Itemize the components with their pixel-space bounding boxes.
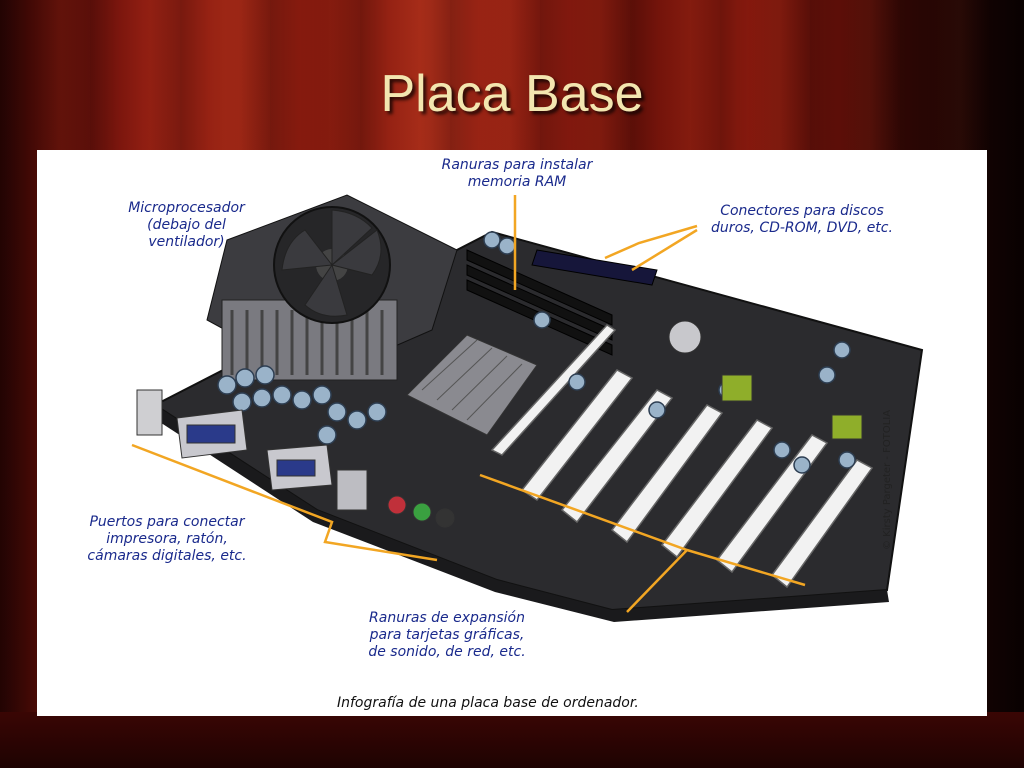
photo-credit: © Kirsty Pargeter - FOTOLIA: [882, 409, 893, 550]
label-microprocessor: Microprocesador (debajo del ventilador): [128, 200, 245, 250]
leader-lines: [131, 195, 806, 613]
chipset-heatsink: [406, 334, 538, 436]
io-chip: [831, 414, 863, 440]
back-panel-ports: [136, 389, 455, 528]
cmos-battery: [668, 320, 702, 354]
stage-floor: [0, 712, 1024, 768]
label-ram-slots: Ranuras para instalar memoria RAM: [441, 157, 593, 190]
bios-chip: [721, 374, 753, 402]
motherboard-illustration: [131, 194, 924, 622]
motherboard-edge: [149, 405, 889, 622]
label-disk-connectors: Conectores para discos duros, CD-ROM, DV…: [711, 203, 893, 236]
cpu-cooler: [206, 194, 458, 381]
label-expansion-slots: Ranuras de expansión para tarjetas gráfi…: [368, 610, 526, 660]
motherboard-infographic: Microprocesador (debajo del ventilador) …: [37, 150, 987, 716]
expansion-slots: [490, 324, 874, 589]
slide-title: Placa Base: [380, 65, 644, 123]
label-ports: Puertos para conectar impresora, ratón, …: [87, 514, 247, 564]
figure-caption: Infografía de una placa base de ordenado…: [337, 695, 639, 711]
